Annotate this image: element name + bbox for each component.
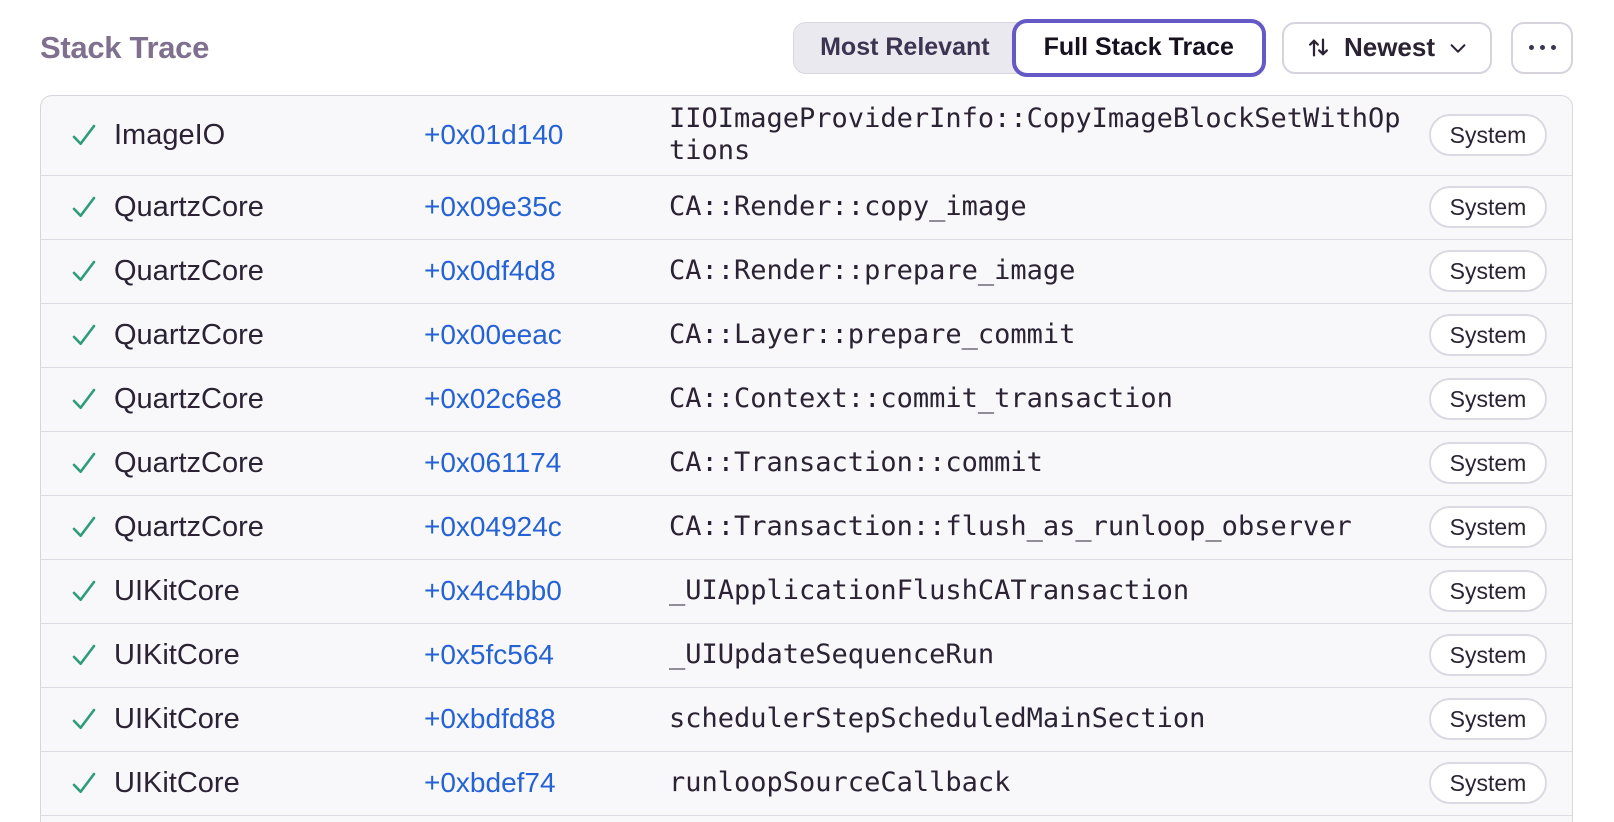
stack-frame-row[interactable]: UIKitCore +0x5fc564 _UIUpdateSequenceRun…	[41, 624, 1572, 688]
frame-system-badge: System	[1429, 762, 1547, 805]
check-icon	[69, 256, 114, 286]
toggle-most-relevant[interactable]: Most Relevant	[794, 23, 1015, 73]
frame-address-link[interactable]: +0x09e35c	[424, 191, 562, 223]
frame-function: CA::Context::commit_transaction	[669, 383, 1173, 415]
frame-system-badge: System	[1429, 570, 1547, 613]
stack-frame-row[interactable]: QuartzCore +0x04924c CA::Transaction::fl…	[41, 496, 1572, 560]
frame-function: CA::Transaction::flush_as_runloop_observ…	[669, 511, 1352, 543]
toolbar-controls: Most Relevant Full Stack Trace Newest	[793, 18, 1573, 77]
check-icon	[69, 448, 114, 478]
chevron-down-icon	[1447, 37, 1469, 59]
sort-arrows-icon	[1305, 34, 1332, 61]
stack-trace-header: Stack Trace Most Relevant Full Stack Tra…	[0, 0, 1614, 95]
check-icon	[69, 192, 114, 222]
frame-function: CA::Render::prepare_image	[669, 255, 1076, 287]
frame-address-link[interactable]: +0xbdef74	[424, 767, 556, 799]
frame-function: runloopSourceCallback	[669, 767, 1011, 799]
frame-address-link[interactable]: +0x061174	[424, 447, 562, 479]
frame-system-badge: System	[1429, 698, 1547, 741]
frame-function: _UIUpdateSequenceRun	[669, 639, 995, 671]
check-icon	[69, 768, 114, 798]
frame-function: IIOImageProviderInfo::CopyImageBlockSetW…	[669, 103, 1401, 167]
frame-function: CA::Transaction::commit	[669, 447, 1043, 479]
check-icon	[69, 512, 114, 542]
frame-system-badge: System	[1429, 442, 1547, 485]
page-title: Stack Trace	[40, 29, 210, 65]
frame-system-badge: System	[1429, 186, 1547, 229]
frame-module: QuartzCore	[114, 190, 264, 223]
frame-address-link[interactable]: +0x5fc564	[424, 639, 554, 671]
stack-frame-row[interactable]: UIKitCore +0x4c4bb0 _UIApplicationFlushC…	[41, 560, 1572, 624]
frame-module: QuartzCore	[114, 318, 264, 351]
stack-frame-row[interactable]: QuartzCore +0x00eeac CA::Layer::prepare_…	[41, 304, 1572, 368]
check-icon	[69, 384, 114, 414]
frame-system-badge: System	[1429, 250, 1547, 293]
frame-function: _UIApplicationFlushCATransaction	[669, 575, 1190, 607]
frame-module: UIKitCore	[114, 702, 240, 735]
frame-system-badge: System	[1429, 314, 1547, 357]
frame-module: UIKitCore	[114, 766, 240, 799]
frame-address-link[interactable]: +0x00eeac	[424, 319, 562, 351]
check-icon	[69, 576, 114, 606]
frame-module: QuartzCore	[114, 254, 264, 287]
frame-address-link[interactable]: +0xbdfd88	[424, 703, 556, 735]
frame-address-link[interactable]: +0x4c4bb0	[424, 575, 562, 607]
frame-system-badge: System	[1429, 114, 1547, 157]
check-icon	[69, 704, 114, 734]
frame-module: UIKitCore	[114, 638, 240, 671]
frame-function: CA::Render::copy_image	[669, 191, 1027, 223]
stack-frame-row[interactable]: QuartzCore +0x061174 CA::Transaction::co…	[41, 432, 1572, 496]
frame-system-badge: System	[1429, 378, 1547, 421]
frame-system-badge: System	[1429, 634, 1547, 677]
frame-function: schedulerStepScheduledMainSection	[669, 703, 1206, 735]
frame-address-link[interactable]: +0x04924c	[424, 511, 562, 543]
frame-module: QuartzCore	[114, 382, 264, 415]
stack-frame-row[interactable]: QuartzCore +0x0df4d8 CA::Render::prepare…	[41, 240, 1572, 304]
frame-module: ImageIO	[114, 118, 226, 151]
frame-module: QuartzCore	[114, 510, 264, 543]
ellipsis-icon	[1528, 45, 1534, 50]
frame-address-link[interactable]: +0x02c6e8	[424, 383, 562, 415]
more-options-button[interactable]	[1511, 21, 1573, 74]
frame-function: CA::Layer::prepare_commit	[669, 319, 1076, 351]
stack-frame-row[interactable]: QuartzCore +0x09e35c CA::Render::copy_im…	[41, 176, 1572, 240]
sort-button-label: Newest	[1343, 32, 1435, 62]
check-icon	[69, 320, 114, 350]
view-toggle: Most Relevant Full Stack Trace	[793, 18, 1266, 77]
frame-address-link[interactable]: +0x0df4d8	[424, 255, 556, 287]
check-icon	[69, 120, 114, 150]
frame-module: QuartzCore	[114, 446, 264, 479]
toggle-full-stack-trace[interactable]: Full Stack Trace	[1011, 18, 1266, 77]
sort-newest-button[interactable]: Newest	[1281, 21, 1492, 74]
frame-module: UIKitCore	[114, 574, 240, 607]
stack-frame-row[interactable]: UIKitCore +0xbdfd88 schedulerStepSchedul…	[41, 688, 1572, 752]
frame-address-link[interactable]: +0x01d140	[424, 119, 564, 151]
stack-frame-row[interactable]: UIKitCore +0xbdef74 runloopSourceCallbac…	[41, 752, 1572, 816]
stack-frame-row[interactable]: ImageIO +0x01d140 IIOImageProviderInfo::…	[41, 96, 1572, 176]
stack-trace-table: ImageIO +0x01d140 IIOImageProviderInfo::…	[40, 95, 1573, 822]
stack-frame-row[interactable]: QuartzCore +0x02c6e8 CA::Context::commit…	[41, 368, 1572, 432]
frame-system-badge: System	[1429, 506, 1547, 549]
check-icon	[69, 640, 114, 670]
